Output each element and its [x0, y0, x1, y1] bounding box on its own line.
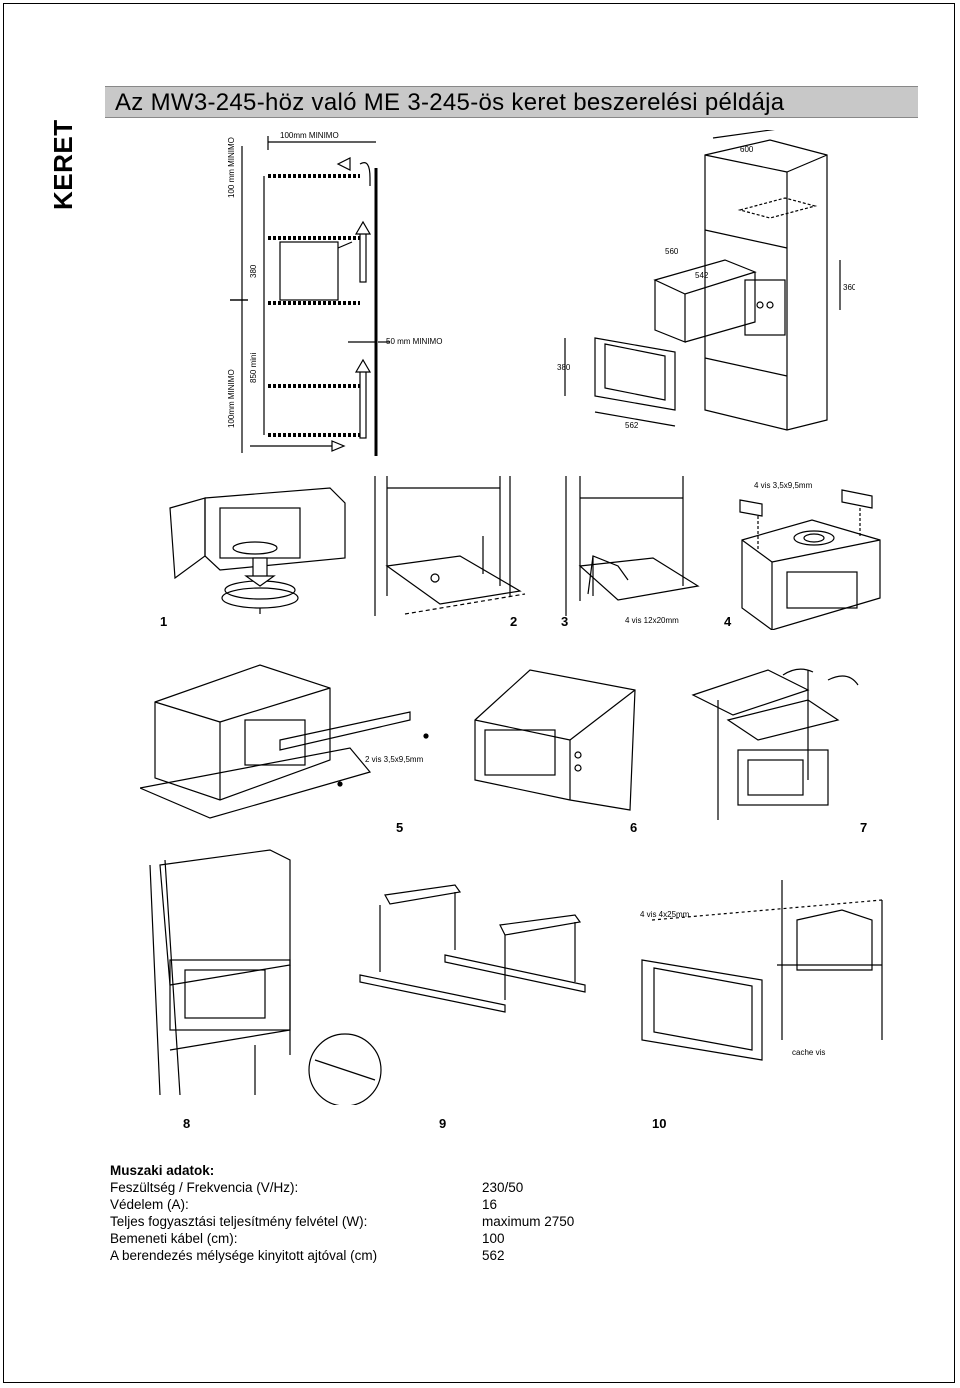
cabinet-isometric: 562 380 600 560 542 360: [555, 130, 855, 445]
step-number-5: 5: [396, 820, 404, 835]
page-title: Az MW3-245-höz való ME 3-245-ös keret be…: [115, 89, 785, 116]
spec-label: Védelem (A):: [110, 1197, 189, 1212]
label-side-gap: 50 mm MINIMO: [386, 337, 442, 346]
step-5-drawing: [140, 660, 440, 820]
clearance-diagram: 100mm MINIMO 50 mm MINIMO 100 mm MINIMO …: [220, 128, 450, 463]
technical-specs: Muszaki adatok: Feszültség / Frekvencia …: [110, 1162, 670, 1264]
spec-row: Védelem (A): 16: [110, 1196, 670, 1213]
step-number-4: 4: [724, 614, 732, 629]
label-screws-2-35: 2 vis 3,5x9,5mm: [365, 755, 424, 764]
spec-row: A berendezés mélysége kinyitott ajtóval …: [110, 1247, 670, 1264]
label-height-850: 850 mini: [249, 353, 258, 383]
dim-600: 600: [740, 145, 754, 154]
step-10-drawing: [612, 880, 892, 1080]
step-number-8: 8: [183, 1116, 191, 1131]
step-number-10: 10: [652, 1116, 667, 1131]
title-bar: Az MW3-245-höz való ME 3-245-ös keret be…: [105, 86, 918, 118]
label-screws-4-35: 4 vis 3,5x9,5mm: [754, 481, 813, 490]
specs-heading: Muszaki adatok:: [110, 1163, 215, 1178]
label-bottom-gap: 100mm MINIMO: [227, 369, 236, 428]
spec-row: Bemeneti kábel (cm): 100: [110, 1230, 670, 1247]
spec-label: Bemeneti kábel (cm):: [110, 1231, 238, 1246]
step-6-drawing: [470, 660, 640, 820]
step-number-9: 9: [439, 1116, 447, 1131]
spec-label: Feszültség / Frekvencia (V/Hz):: [110, 1180, 299, 1195]
label-left-gap: 100 mm MINIMO: [227, 137, 236, 198]
spec-value: 100: [482, 1231, 505, 1246]
spec-row: Teljes fogyasztási teljesítmény felvétel…: [110, 1213, 670, 1230]
step-8-drawing: [140, 845, 390, 1105]
spec-value: 16: [482, 1197, 498, 1212]
page-frame: [3, 3, 955, 1383]
step-number-6: 6: [630, 820, 638, 835]
spec-row: Feszültség / Frekvencia (V/Hz): 230/50: [110, 1179, 670, 1196]
dim-560: 560: [665, 247, 679, 256]
step-number-7: 7: [860, 820, 868, 835]
spec-label: A berendezés mélysége kinyitott ajtóval …: [110, 1248, 378, 1263]
step-1-drawing: [160, 478, 350, 618]
spec-label: Teljes fogyasztási teljesítmény felvétel…: [110, 1214, 368, 1229]
dim-380: 380: [557, 363, 571, 372]
step-number-3: 3: [561, 614, 569, 629]
dim-542: 542: [695, 271, 709, 280]
dim-562: 562: [625, 421, 639, 430]
spec-value: maximum 2750: [482, 1214, 575, 1229]
label-top-gap: 100mm MINIMO: [280, 131, 339, 140]
step-7-drawing: [688, 660, 868, 820]
step-3-drawing: [558, 476, 703, 616]
side-label: KERET: [48, 119, 78, 210]
step-number-2: 2: [510, 614, 518, 629]
label-screws-4-25: 4 vis 4x25mm: [640, 910, 690, 919]
spec-value: 562: [482, 1248, 505, 1263]
step-2-drawing: [365, 476, 530, 626]
step-9-drawing: [355, 880, 595, 1020]
step-number-1: 1: [160, 614, 168, 629]
label-cache-vis: cache vis: [792, 1048, 826, 1057]
label-screws-4-12: 4 vis 12x20mm: [625, 616, 679, 625]
label-height-380: 380: [249, 264, 258, 278]
dim-360: 360: [843, 283, 855, 292]
step-4-drawing: 4 vis 3,5x9,5mm: [732, 480, 892, 630]
spec-value: 230/50: [482, 1180, 524, 1195]
